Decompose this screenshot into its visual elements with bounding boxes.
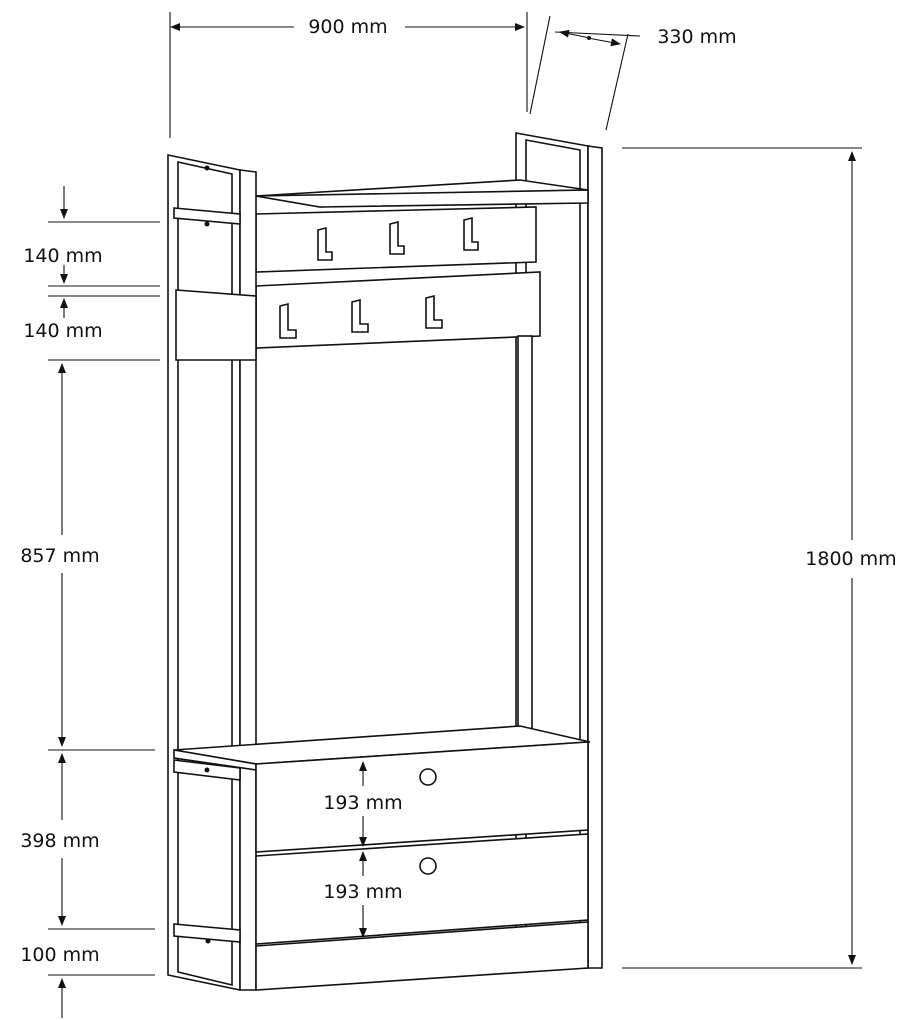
plinth-label: 100 mm [20, 944, 99, 966]
panel-label: 140 mm [23, 320, 102, 342]
lower-drawer [255, 833, 589, 945]
height-dimension: 1800 mm [622, 147, 897, 969]
upper-hooks [317, 216, 479, 261]
upper-hook-panel [255, 206, 537, 273]
drawer-upper-label: 193 mm [323, 792, 402, 814]
upper-drawer-knob [419, 768, 437, 786]
drawer-lower-label: 193 mm [323, 881, 402, 903]
open-section-label: 857 mm [20, 545, 99, 567]
drawer-section-label: 398 mm [20, 830, 99, 852]
top-gap-label: 140 mm [23, 245, 102, 267]
depth-dimension: 330 mm [529, 15, 737, 131]
left-dimensions: 140 mm 140 mm 857 mm 398 mm 100 mm [20, 186, 160, 1018]
lower-hook-panel [255, 271, 541, 349]
hall-stand [167, 132, 603, 991]
depth-label: 330 mm [657, 26, 736, 48]
upper-drawer [255, 741, 589, 853]
drawer-dimensions: 193 mm 193 mm [323, 761, 403, 938]
width-label: 900 mm [308, 16, 387, 38]
lower-drawer-knob [419, 857, 437, 875]
height-label: 1800 mm [805, 548, 896, 570]
plinth [255, 921, 589, 991]
width-dimension: 900 mm [169, 12, 528, 138]
lower-hooks [279, 294, 443, 339]
